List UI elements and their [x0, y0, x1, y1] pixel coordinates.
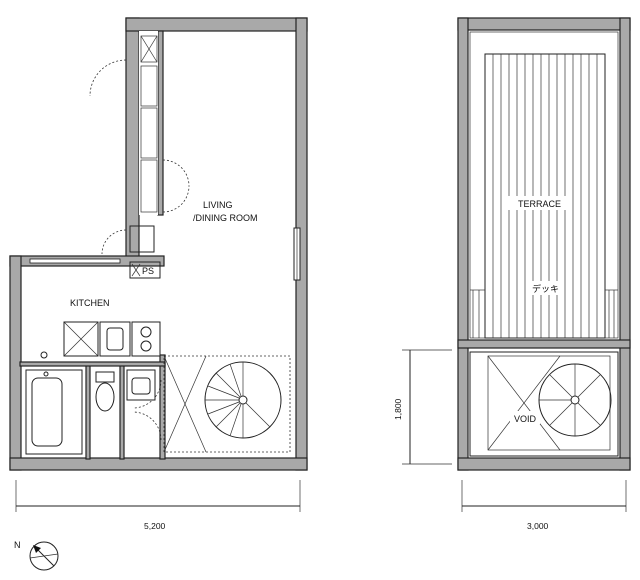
kitchen-counter [40, 321, 161, 359]
terrace-label: TERRACE [518, 199, 561, 209]
ps-box [129, 261, 161, 279]
roof-walls [457, 17, 631, 471]
left-plan-walls [9, 17, 308, 471]
living-label-line2: /DINING ROOM [193, 213, 258, 223]
washbasin [126, 369, 156, 401]
left-width-label: 5,200 [144, 521, 166, 531]
lower-deck-slats [470, 289, 618, 338]
toilet [95, 371, 115, 412]
void-depth-label: 1,800 [393, 398, 403, 420]
ps-label: PS [142, 266, 154, 276]
bathtub [25, 369, 83, 455]
deck-label: デッキ [532, 283, 559, 294]
right-width-dimension [461, 480, 627, 512]
spiral-stair-left [163, 355, 291, 453]
void-depth-dimension [402, 349, 452, 465]
corridor-storage [140, 35, 158, 213]
kitchen-label: KITCHEN [70, 298, 110, 308]
living-label-line1: LIVING [203, 200, 233, 210]
north-label: N [14, 540, 21, 550]
right-width-label: 3,000 [527, 521, 549, 531]
void-area [469, 351, 619, 457]
north-compass-icon [29, 541, 59, 571]
void-label: VOID [514, 414, 537, 424]
left-width-dimension [15, 480, 301, 512]
